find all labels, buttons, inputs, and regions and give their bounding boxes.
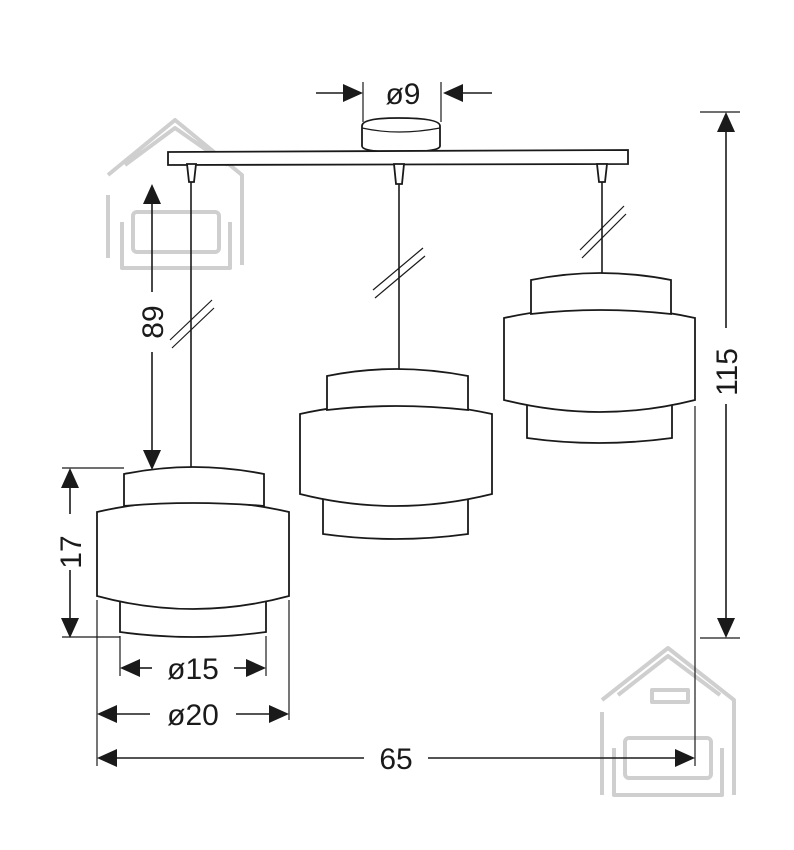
dimension-shade-height: 17: [55, 467, 124, 638]
cable-length-label: 89: [137, 305, 170, 338]
total-height-label: 115: [711, 348, 744, 396]
ceiling-canopy: [361, 117, 441, 153]
cable-connectors: [185, 163, 609, 185]
canopy-diameter-label: ø9: [385, 78, 420, 111]
pendant-shade-right: [503, 272, 696, 444]
pendant-shade-middle: [299, 368, 493, 540]
shade-height-label: 17: [55, 535, 88, 568]
watermark-logo-bottom-right: [600, 646, 736, 797]
pendant-shade-left: [96, 466, 290, 638]
dimension-total-width: 65: [97, 743, 695, 776]
extension-lines: [96, 406, 696, 766]
cable-break-marks: [169, 205, 627, 349]
watermark-logo-top-left: [106, 118, 244, 270]
dimension-shade-outer-diameter: ø20: [97, 699, 289, 732]
dimension-canopy-diameter: ø9: [316, 78, 492, 122]
total-width-label: 65: [379, 743, 412, 776]
mounting-bar: [167, 149, 629, 166]
dimension-shade-inner-diameter: ø15: [120, 653, 266, 686]
dimension-cable-length: 89: [137, 184, 170, 470]
shade-outer-diameter-label: ø20: [167, 699, 219, 732]
shade-inner-diameter-label: ø15: [167, 653, 219, 686]
dimension-total-height: 115: [700, 111, 744, 639]
